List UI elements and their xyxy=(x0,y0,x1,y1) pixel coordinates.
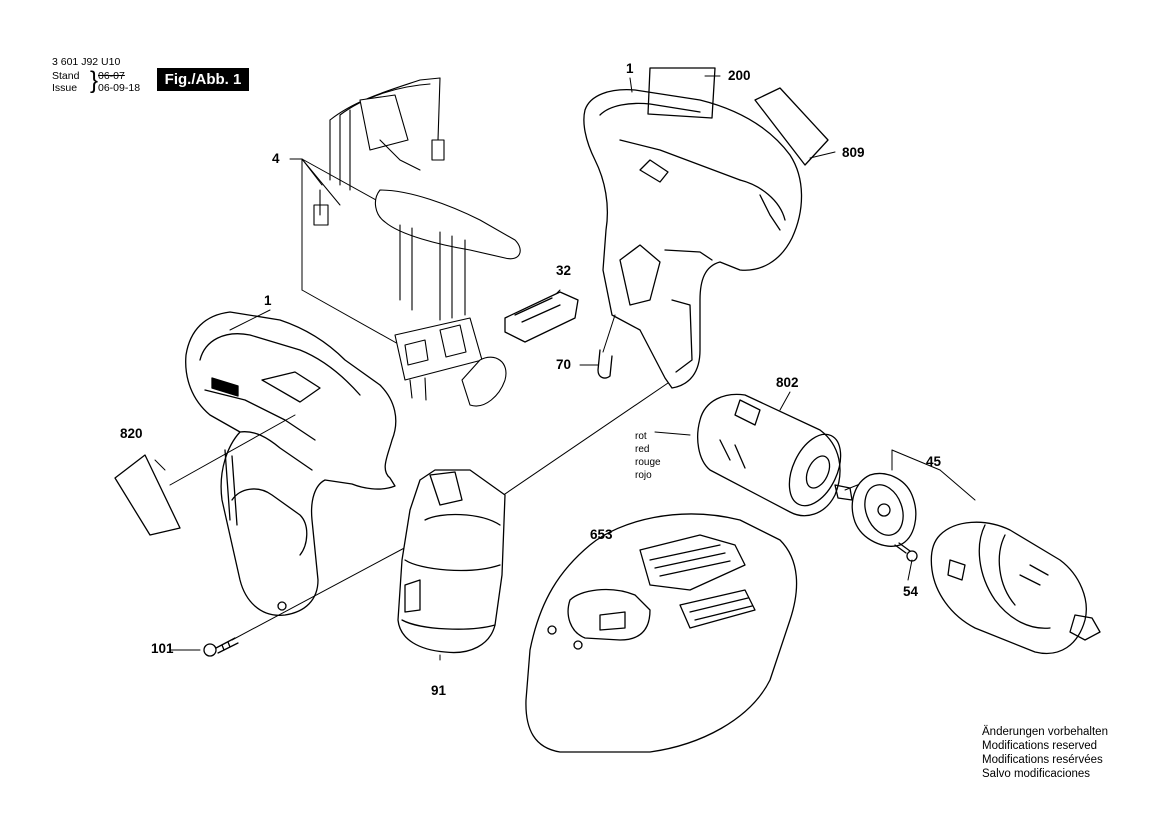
screw-101-drawing xyxy=(203,637,239,657)
part-809-label: 809 xyxy=(842,145,865,160)
wire-color-de: rot xyxy=(635,431,647,442)
screw-54-drawing xyxy=(894,542,918,562)
part-101-label: 101 xyxy=(151,641,174,656)
clip-70-drawing xyxy=(597,349,613,379)
label-820-drawing xyxy=(114,454,181,536)
modifications-notice: Änderungen vorbehalten Modifications res… xyxy=(982,725,1108,781)
part-70-label: 70 xyxy=(556,357,572,372)
part-54-label: 54 xyxy=(903,584,919,599)
figure-label: Fig./Abb. 1 xyxy=(157,68,249,91)
battery-91-drawing xyxy=(397,469,506,654)
label-809-drawing xyxy=(754,87,829,166)
housing-right-drawing xyxy=(583,89,803,389)
wire-color-es: rojo xyxy=(635,470,652,481)
part-1-left-label: 1 xyxy=(264,293,272,308)
motor-802-drawing xyxy=(697,393,853,517)
issue-label: Issue xyxy=(52,82,78,94)
notice-line-fr: Modifications resérvées xyxy=(982,754,1103,766)
gear-ring-drawing xyxy=(851,472,917,547)
wire-color-en: red xyxy=(635,444,650,455)
gearbox-45-drawing xyxy=(930,521,1101,654)
part-653-label: 653 xyxy=(590,527,613,542)
part-32-label: 32 xyxy=(556,263,572,278)
label-200-drawing xyxy=(647,67,716,119)
part-820-label: 820 xyxy=(120,426,143,441)
part-45-label: 45 xyxy=(926,454,942,469)
brace-glyph: } xyxy=(90,67,99,94)
notice-line-en: Modifications reserved xyxy=(982,740,1098,752)
part-1-top-label: 1 xyxy=(626,61,634,76)
switch-slider-32-drawing xyxy=(504,291,579,343)
housing-left-drawing xyxy=(185,311,397,616)
part-91-label: 91 xyxy=(431,683,447,698)
date-old: 06-07 xyxy=(98,70,125,82)
notice-line-de: Änderungen vorbehalten xyxy=(982,726,1108,738)
part-4-label: 4 xyxy=(272,151,280,166)
part-200-label: 200 xyxy=(728,68,751,83)
part-802-label: 802 xyxy=(776,375,799,390)
date-new: 06-09-18 xyxy=(98,82,141,94)
switch-harness-drawing xyxy=(313,77,521,407)
doc-number: 3 601 J92 U10 xyxy=(52,56,121,68)
charger-653-drawing xyxy=(525,513,798,753)
notice-line-es: Salvo modificaciones xyxy=(982,768,1091,780)
stand-label: Stand xyxy=(52,70,80,82)
wire-color-fr: rouge xyxy=(635,457,661,468)
